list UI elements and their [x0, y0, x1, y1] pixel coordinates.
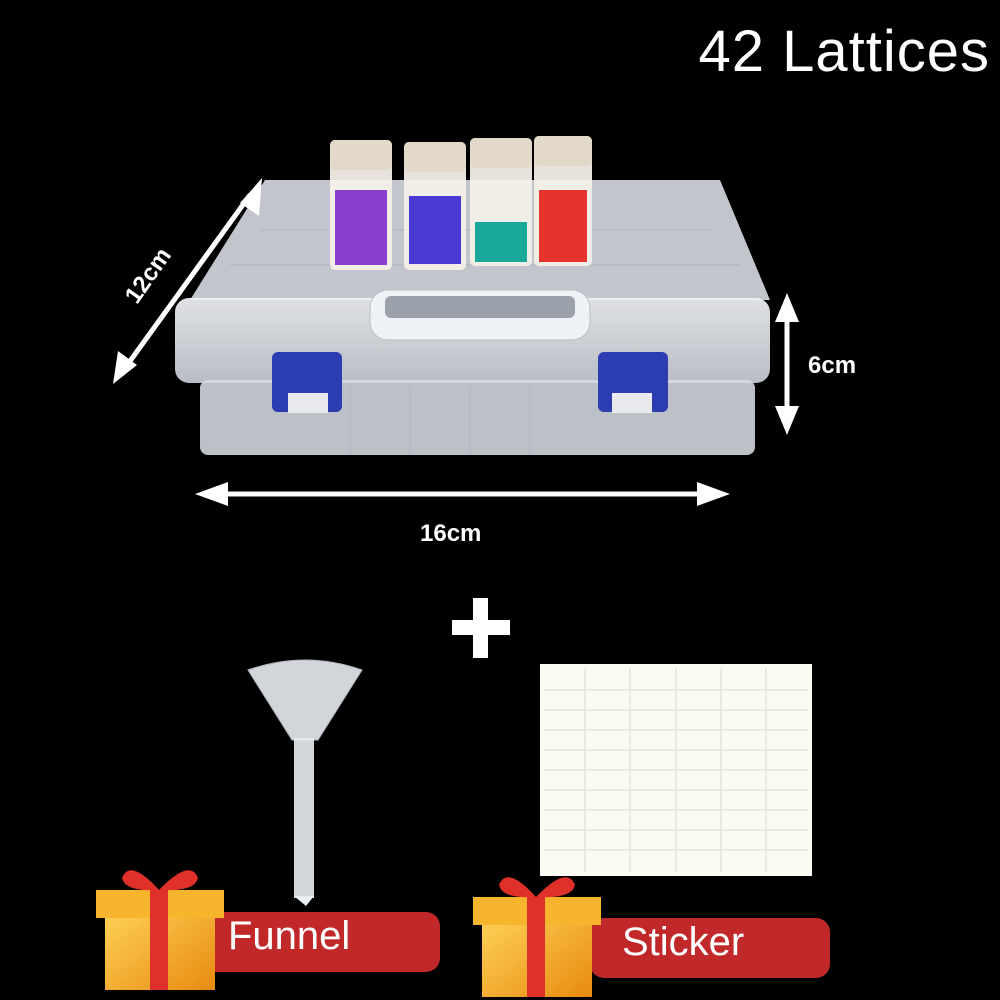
page-title: 42 Lattices — [698, 19, 990, 84]
sticker-banner — [590, 918, 830, 978]
funnel-banner — [200, 912, 440, 972]
dimension-arrows — [113, 178, 799, 506]
height-label: 6cm — [808, 352, 857, 379]
width-label: 16cm — [420, 520, 482, 547]
funnel-image — [247, 659, 363, 906]
funnel-label: Funnel — [228, 914, 351, 958]
gift-box-icon — [473, 877, 601, 997]
sticker-sheet — [540, 664, 812, 876]
sticker-label: Sticker — [622, 920, 745, 964]
bead-bottles — [330, 136, 592, 270]
gift-box-icon — [96, 870, 224, 990]
plus-icon — [452, 598, 510, 658]
